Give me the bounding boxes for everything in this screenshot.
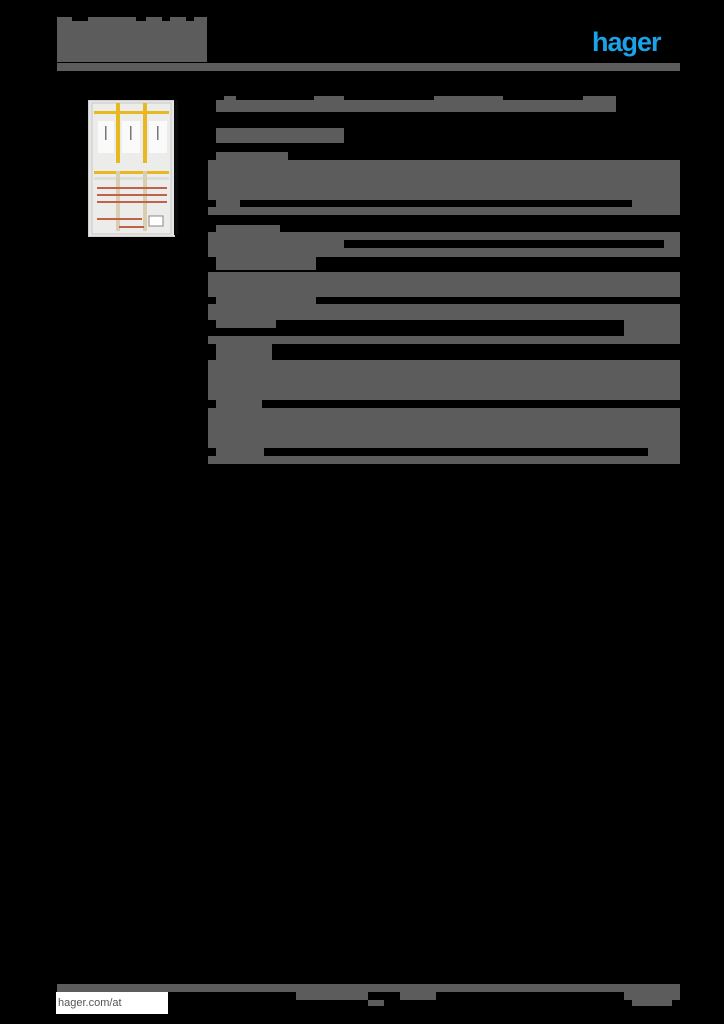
section-1-heading	[216, 152, 288, 162]
website-link[interactable]: hager.com/at	[56, 992, 168, 1014]
page-number-block	[624, 992, 680, 1000]
page-title	[216, 96, 616, 112]
footer-rule	[57, 984, 680, 992]
hager-logo: hager	[592, 27, 662, 57]
header-title-block	[57, 17, 207, 62]
section-2-heading	[216, 225, 280, 235]
footer-info-block	[296, 992, 436, 1000]
product-image	[88, 100, 175, 237]
section-3-body	[208, 360, 680, 400]
page-subtitle	[216, 128, 344, 143]
section-3-heading	[216, 344, 272, 360]
header-rule	[57, 63, 680, 71]
